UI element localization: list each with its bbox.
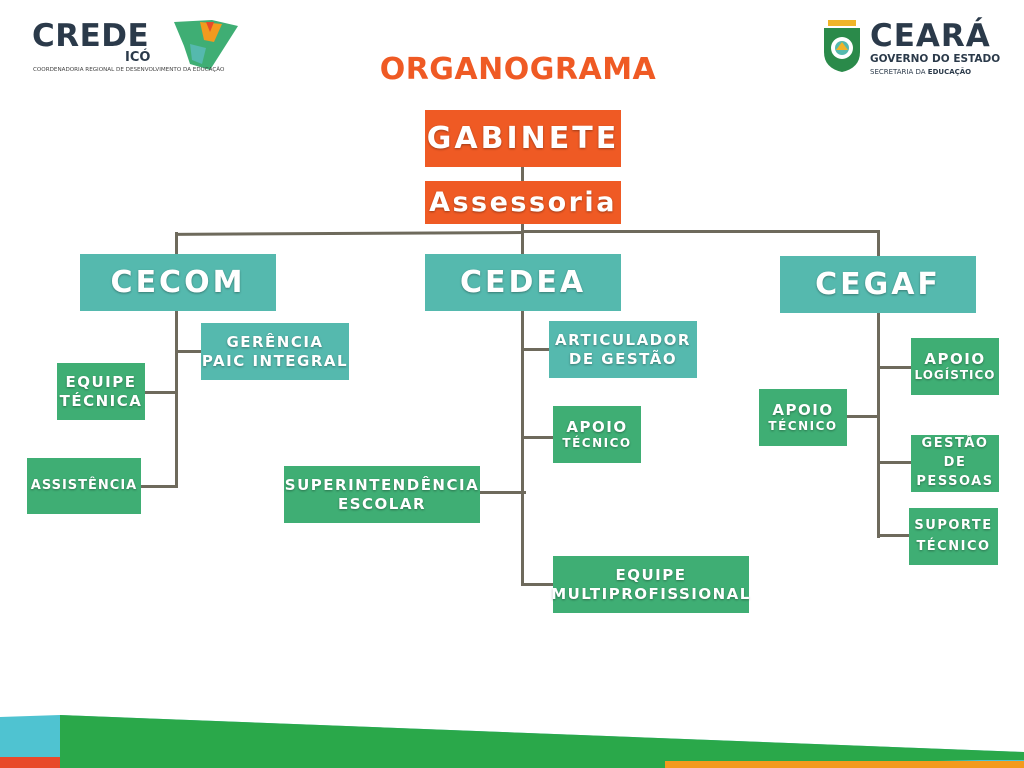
cegaf-label: CEGAF — [815, 266, 941, 302]
gerencia-paic-box: GERÊNCIA PAIC INTEGRAL — [201, 323, 349, 380]
connector-cedea-trunk — [521, 310, 524, 586]
equipe-tecnica-line2: TÉCNICA — [59, 391, 143, 410]
superintendencia-box: SUPERINTENDÊNCIA ESCOLAR — [284, 466, 480, 523]
connector-gabinete-assessoria — [521, 167, 524, 181]
ceara-logo-line1: GOVERNO DO ESTADO — [870, 53, 1001, 65]
connector-cecom-drop — [175, 232, 178, 255]
crede-logo: CREDE ICÓ COORDENADORIA REGIONAL DE DESE… — [30, 18, 238, 78]
connector-cegaf-logistico — [877, 366, 911, 369]
superintendencia-line2: ESCOLAR — [337, 494, 427, 513]
gerencia-paic-line2: PAIC INTEGRAL — [201, 351, 349, 370]
cedea-apoio-tecnico-box: APOIO TÉCNICO — [553, 406, 641, 463]
connector-top-bus-left — [174, 231, 524, 236]
connector-cecom-assistencia — [141, 485, 177, 488]
connector-cedea-equipe — [521, 583, 553, 586]
equipe-multi-line1: EQUIPE — [615, 565, 687, 584]
assessoria-box: Assessoria — [425, 181, 621, 224]
ceara-logo-name: CEARÁ — [870, 18, 991, 54]
ceara-logo-line2-prefix: SECRETARIA DA — [870, 68, 928, 76]
ceara-logo-line2-bold: EDUCAÇÃO — [927, 68, 972, 76]
page-title: ORGANOGRAMA — [379, 52, 657, 87]
equipe-tecnica-box: EQUIPE TÉCNICA — [57, 363, 145, 420]
cedea-apoio-line1: APOIO — [566, 417, 628, 436]
ceara-logo: CEARÁ GOVERNO DO ESTADO SECRETARIA DA ED… — [818, 16, 1003, 78]
apoio-logistico-box: APOIO LOGÍSTICO — [911, 338, 999, 395]
articulador-line1: ARTICULADOR — [555, 330, 691, 349]
connector-cedea-superintendencia — [479, 491, 526, 494]
assistencia-box: ASSISTÊNCIA — [27, 458, 141, 514]
cecom-label: CECOM — [110, 264, 246, 300]
cedea-apoio-line2: TÉCNICO — [562, 436, 632, 451]
assistencia-label: ASSISTÊNCIA — [30, 477, 138, 493]
cegaf-apoio-line2: TÉCNICO — [768, 419, 838, 434]
connector-cegaf-suporte — [877, 534, 909, 537]
crede-logo-text: CREDE — [32, 18, 150, 54]
crede-logo-sub: ICÓ — [125, 50, 151, 65]
crede-logo-caption: COORDENADORIA REGIONAL DE DESENVOLVIMENT… — [33, 67, 225, 73]
suporte-tecnico-line1: SUPORTE — [914, 518, 993, 534]
equipe-tecnica-line1: EQUIPE — [65, 372, 137, 391]
equipe-multiprofissional-box: EQUIPE MULTIPROFISSIONAL — [551, 556, 751, 613]
gestao-pessoas-box: GESTÃO DE PESSOAS — [911, 435, 999, 492]
cecom-box: CECOM — [80, 254, 276, 311]
connector-cegaf-gestao — [877, 461, 911, 464]
connector-cecom-equipe — [145, 391, 177, 394]
connector-assessoria-bus — [521, 224, 524, 254]
cedea-label: CEDEA — [459, 264, 587, 300]
apoio-logistico-line2: LOGÍSTICO — [914, 368, 996, 383]
connector-top-bus-right — [521, 230, 880, 233]
connector-cegaf-apoio — [846, 415, 880, 418]
ceara-map-icon — [174, 20, 238, 70]
cedea-box: CEDEA — [425, 254, 621, 311]
equipe-multi-line2: MULTIPROFISSIONAL — [551, 584, 751, 603]
gestao-pessoas-line2: DE — [943, 455, 967, 471]
gestao-pessoas-line3: PESSOAS — [916, 473, 994, 489]
connector-cecom-gerencia — [175, 350, 202, 353]
connector-cegaf-trunk — [877, 312, 880, 538]
articulador-line2: DE GESTÃO — [568, 349, 678, 368]
suporte-tecnico-box: SUPORTE TÉCNICO — [909, 508, 998, 565]
suporte-tecnico-line2: TÉCNICO — [916, 538, 991, 554]
cegaf-box: CEGAF — [780, 256, 976, 313]
cegaf-apoio-line1: APOIO — [772, 400, 834, 419]
gerencia-paic-line1: GERÊNCIA — [226, 332, 324, 351]
cegaf-apoio-tecnico-box: APOIO TÉCNICO — [759, 389, 847, 446]
articulador-gestao-box: ARTICULADOR DE GESTÃO — [549, 321, 697, 378]
gabinete-box: GABINETE — [425, 110, 621, 167]
superintendencia-line1: SUPERINTENDÊNCIA — [284, 475, 480, 494]
assessoria-label: Assessoria — [429, 186, 617, 218]
ceara-logo-line2: SECRETARIA DA EDUCAÇÃO — [870, 68, 971, 76]
gestao-pessoas-line1: GESTÃO — [921, 436, 989, 452]
gabinete-label: GABINETE — [426, 120, 620, 156]
connector-cegaf-drop — [877, 230, 880, 257]
footer-band — [0, 715, 1024, 768]
connector-cedea-apoio — [521, 436, 553, 439]
coat-of-arms-icon — [824, 20, 860, 72]
connector-cecom-trunk — [175, 310, 178, 488]
connector-cedea-articulador — [521, 348, 549, 351]
apoio-logistico-line1: APOIO — [924, 349, 986, 368]
